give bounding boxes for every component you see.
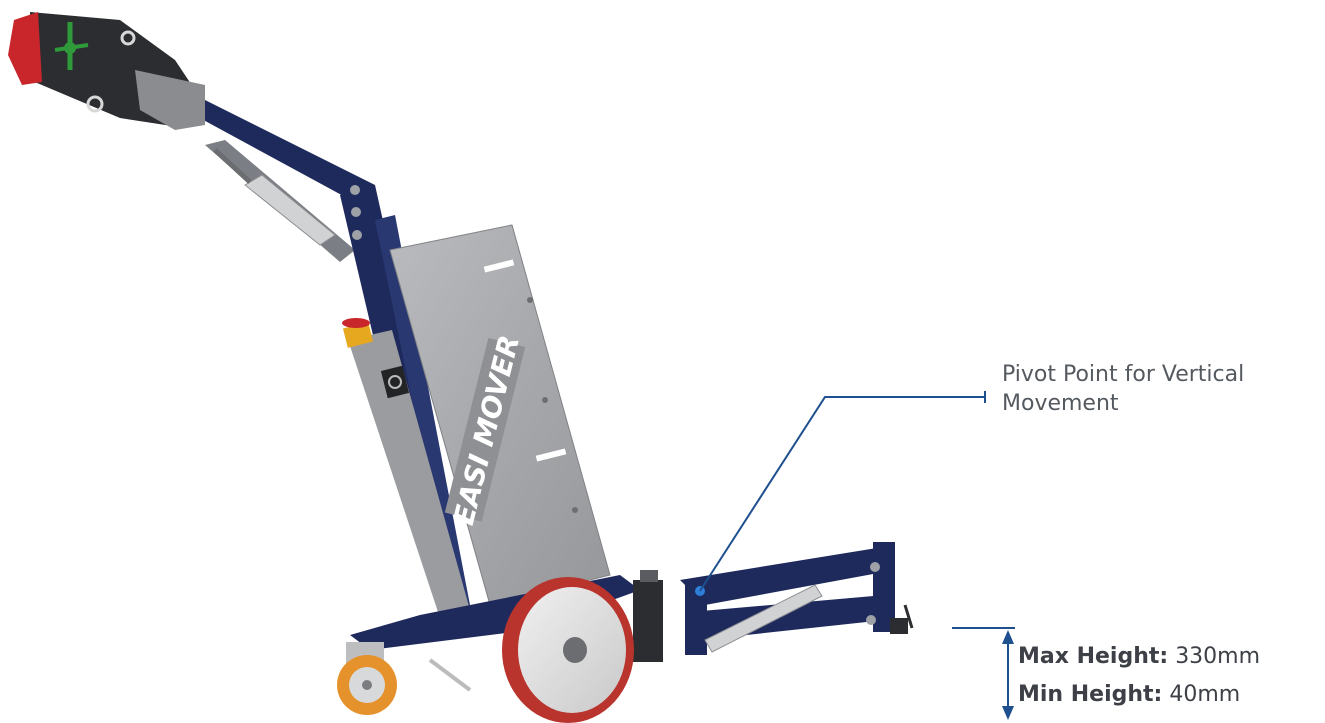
arrow-down-icon <box>1002 706 1014 720</box>
pivot-callout-label: Pivot Point for Vertical Movement <box>1002 362 1245 416</box>
pivot-callout-line <box>699 396 985 592</box>
handle-head <box>8 12 205 130</box>
emergency-stop-button <box>342 318 374 348</box>
max-height-value: 330mm <box>1175 644 1261 669</box>
min-height-value: 40mm <box>1169 682 1241 707</box>
min-height-label: Min Height: <box>1018 682 1163 707</box>
tiller-arm <box>185 100 375 262</box>
max-height-label: Max Height: <box>1018 644 1169 669</box>
min-height-spec: Min Height: 40mm <box>1018 682 1240 707</box>
charging-socket-icon <box>380 365 410 399</box>
drive-wheel <box>502 577 634 723</box>
caster-wheel <box>337 642 397 715</box>
arrow-up-icon <box>1002 630 1014 644</box>
tiller-gas-strut <box>213 148 336 246</box>
max-height-spec: Max Height: 330mm <box>1018 644 1260 669</box>
tow-arm <box>680 542 914 655</box>
